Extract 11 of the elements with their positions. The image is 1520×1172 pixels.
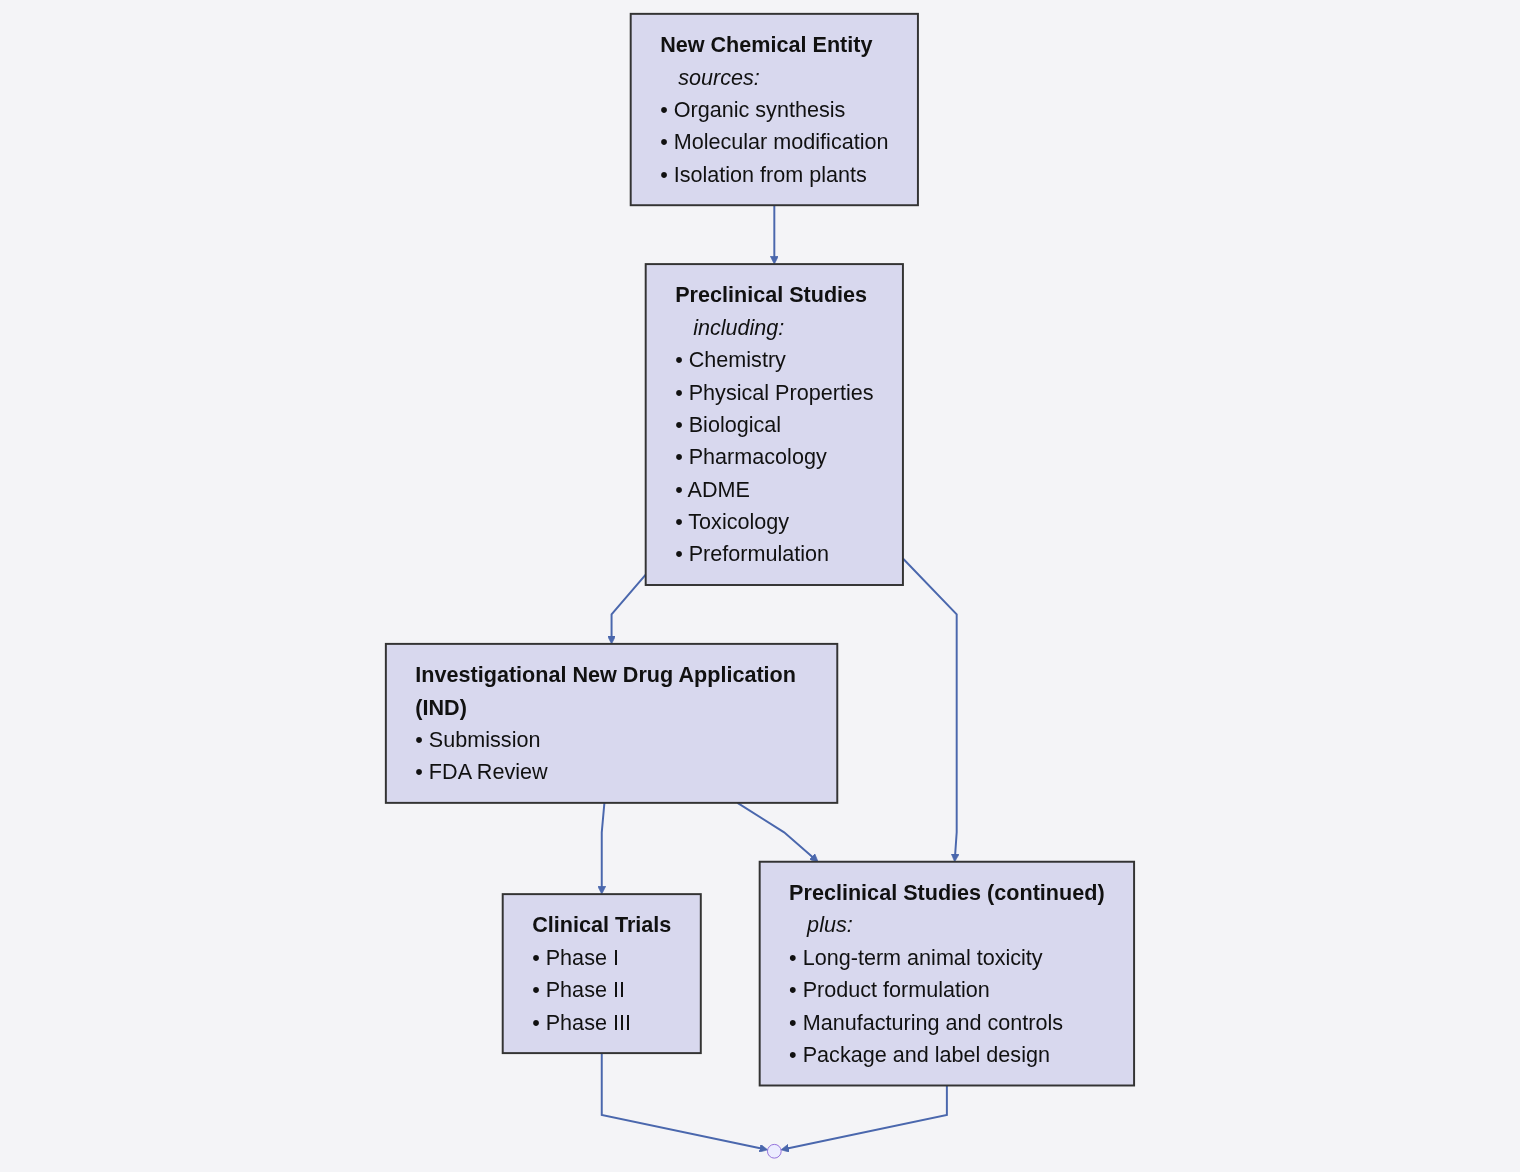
arrow [780, 1084, 948, 1153]
arrow [770, 204, 779, 265]
arrow [736, 801, 819, 863]
arrow [600, 1052, 768, 1153]
arrow [597, 801, 607, 895]
arrow [902, 557, 960, 863]
node-box: Investigational New Drug Application (IND) • Submission • FDA Review [384, 642, 839, 804]
node-box: Clinical Trials • Phase I • Phase II • Phase III [501, 893, 702, 1055]
node-box: Preclinical Studies including: • Chemistry • Physical Properties • Biological • Pharmacology • ADME • Toxicology • Preformulation [644, 263, 904, 586]
node-box: New Chemical Entity sources: • Organic synthesis • Molecular modification • Isolation from plants [629, 12, 919, 207]
node-box: Preclinical Studies (continued) plus: • Long-term animal toxicity • Product formulation • Manufacturing and controls • Package and label design [758, 860, 1136, 1087]
